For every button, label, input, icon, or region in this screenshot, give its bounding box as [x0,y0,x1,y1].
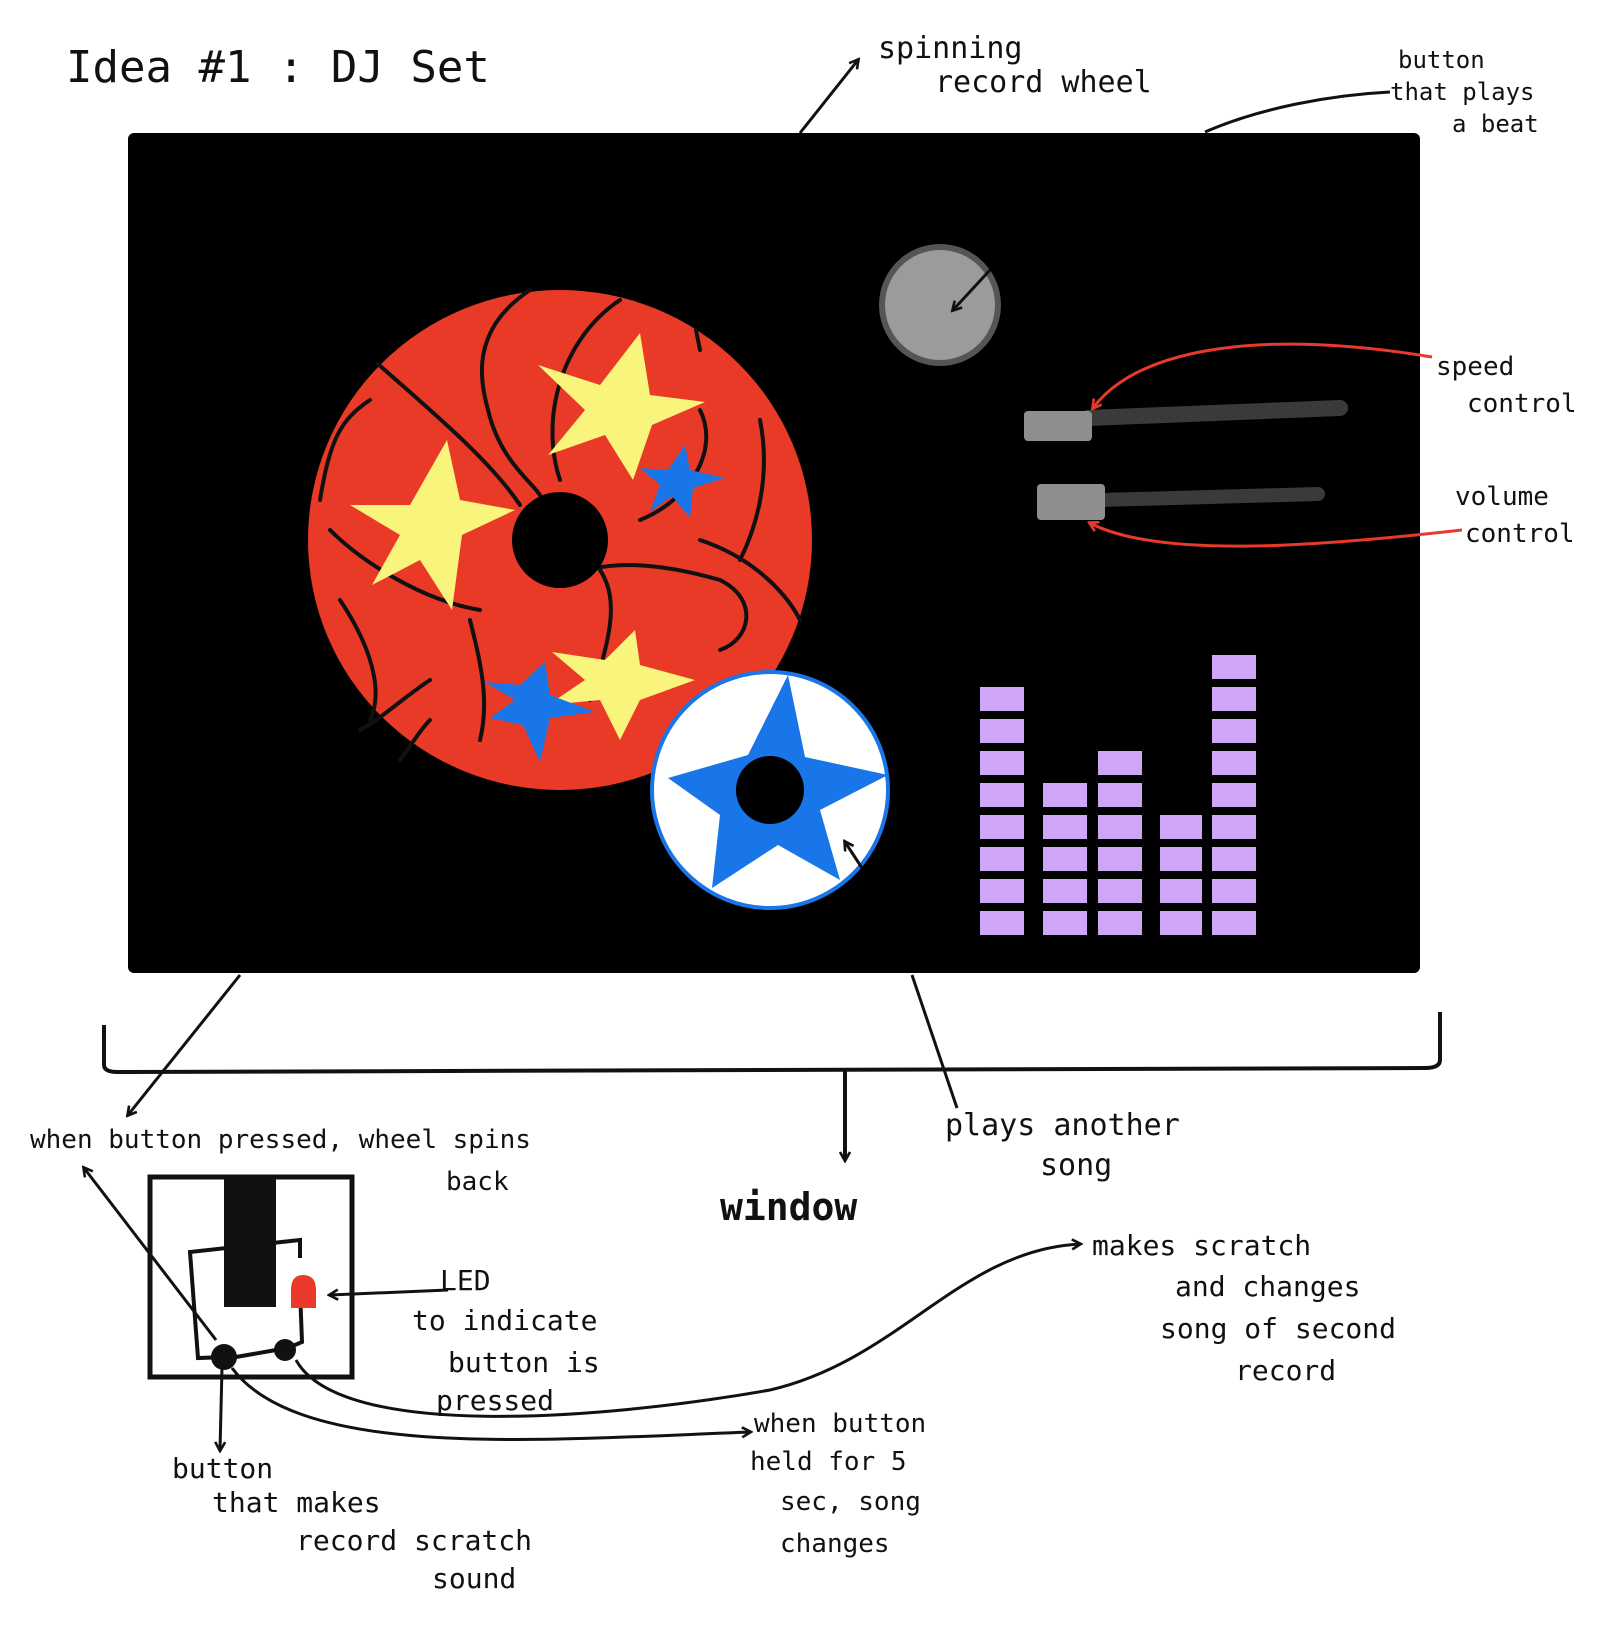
eq-segment [1160,815,1202,839]
svg-text:control: control [1467,389,1577,419]
svg-text:when button pressed, wheel spi: when button pressed, wheel spins [30,1125,531,1155]
eq-segment [1212,719,1256,743]
eq-segment [980,719,1024,743]
eq-segment [1212,751,1256,775]
eq-segment [1160,847,1202,871]
eq-segment [980,911,1024,935]
star-yellow-1-icon [538,333,705,480]
eq-segment [1212,911,1256,935]
beat-button[interactable] [879,244,1001,366]
eq-segment [1098,911,1142,935]
svg-text:control: control [1465,519,1575,549]
eq-segment [1043,815,1087,839]
led-indicator [291,1275,316,1308]
second-record[interactable] [650,670,890,910]
svg-text:record scratch: record scratch [296,1524,532,1557]
star-yellow-3-icon [548,630,695,740]
svg-text:plays another: plays another [945,1108,1180,1143]
eq-segment [1098,879,1142,903]
speed-slider[interactable] [1024,400,1348,441]
svg-text:makes scratch: makes scratch [1092,1229,1311,1262]
eq-segment [980,879,1024,903]
label-scratch-changes: makes scratch and changes song of second… [1092,1229,1396,1387]
eq-segment [1043,847,1087,871]
eq-segment [980,847,1024,871]
label-spinning-wheel: spinning record wheel [878,31,1152,100]
eq-segment [1098,815,1142,839]
svg-text:volume: volume [1455,482,1549,512]
eq-segment [1212,655,1256,679]
record-spindle [512,492,608,588]
eq-segment [1160,911,1202,935]
svg-text:and changes: and changes [1175,1270,1360,1303]
svg-text:changes: changes [780,1529,890,1559]
label-beat-button: button that plays a beat [1390,46,1539,138]
svg-text:LED: LED [440,1264,491,1297]
star-yellow-2-icon [350,440,515,610]
svg-text:when button: when button [754,1409,926,1439]
song-push-button[interactable] [274,1339,296,1361]
svg-text:button: button [1398,46,1485,74]
label-held-5-sec: when button held for 5 sec, song changes [750,1409,926,1559]
eq-segment [1212,879,1256,903]
svg-text:that plays: that plays [1390,78,1535,106]
label-wheel-back: when button pressed, wheel spins back [30,1125,531,1197]
svg-text:button: button [172,1452,273,1485]
label-scratch-button: button that makes record scratch sound [172,1452,532,1595]
svg-text:record wheel: record wheel [935,65,1152,100]
svg-text:spinning: spinning [878,31,1023,66]
svg-text:record: record [1235,1354,1336,1387]
eq-segment [980,687,1024,711]
svg-text:speed: speed [1436,352,1514,382]
equalizer [980,655,1256,935]
page-title: Idea #1 : DJ Set [66,42,490,93]
svg-text:a beat: a beat [1452,110,1539,138]
eq-segment [1160,879,1202,903]
label-window: window [720,1185,857,1229]
eq-segment [980,751,1024,775]
eq-segment [1212,687,1256,711]
eq-segment [1212,815,1256,839]
svg-text:sec, song: sec, song [780,1487,921,1517]
eq-segment [1043,911,1087,935]
svg-text:back: back [446,1167,509,1197]
eq-segment [1212,783,1256,807]
scratch-push-button[interactable] [211,1344,237,1370]
eq-segment [1098,847,1142,871]
label-speed-control: speed control [1436,352,1577,419]
svg-text:button is: button is [448,1346,600,1379]
star-blue-1-icon [640,445,725,518]
label-led: LED to indicate button is pressed [412,1264,600,1417]
window-bracket [102,1012,1442,1075]
svg-text:pressed: pressed [436,1384,554,1417]
eq-segment [980,815,1024,839]
svg-text:song: song [1040,1148,1112,1183]
eq-segment [1098,751,1142,775]
star-blue-2-icon [485,662,595,762]
volume-slider[interactable] [1037,484,1325,520]
svg-text:held for 5: held for 5 [750,1447,907,1477]
svg-text:that makes: that makes [212,1486,381,1519]
spinning-record-wheel[interactable] [308,288,812,790]
eq-segment [1043,879,1087,903]
eq-segment [1098,783,1142,807]
svg-text:song of second: song of second [1160,1312,1396,1345]
label-another-song: plays another song [945,1108,1180,1183]
svg-text:sound: sound [432,1562,516,1595]
label-volume-control: volume control [1455,482,1575,549]
eq-segment [1043,783,1087,807]
eq-segment [980,783,1024,807]
circuit-diagram [147,1174,355,1380]
svg-text:to indicate: to indicate [412,1304,597,1337]
eq-segment [1212,847,1256,871]
